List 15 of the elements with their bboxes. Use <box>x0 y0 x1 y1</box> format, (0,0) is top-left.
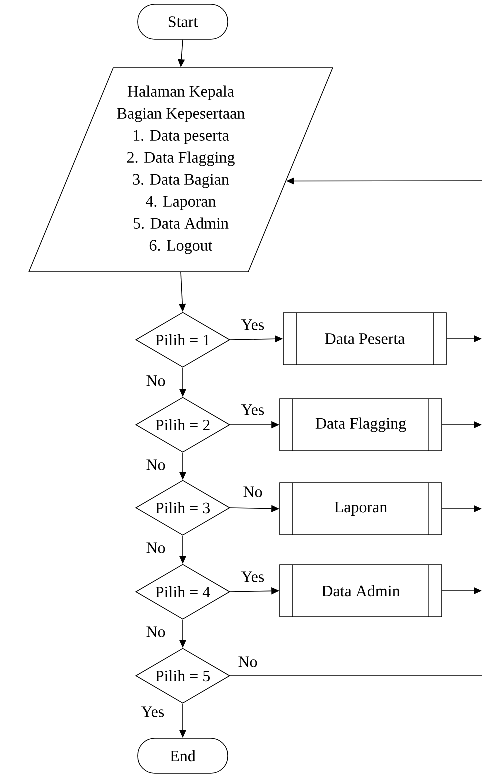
edge-label: No <box>145 458 167 472</box>
process-box: Data Admin <box>280 564 442 618</box>
edge-label: Yes <box>240 570 266 584</box>
edge-label: No <box>237 656 259 668</box>
edge-label: No <box>242 486 264 498</box>
process-box: Laporan <box>280 482 442 536</box>
edge-label: Yes <box>140 706 166 718</box>
process-box: Data Flagging <box>280 398 442 452</box>
edge-label: No <box>145 542 167 554</box>
input-parallelogram: Halaman Kepala Bagian Kepesertaan 1. Data peserta 2. Data Flagging 3. Data Bagian 4. Laporan 5. Data Admin 6. Logout <box>28 68 334 272</box>
edge-label: No <box>145 626 167 638</box>
edge-label: No <box>145 374 167 388</box>
process-box: Data Peserta <box>283 312 447 366</box>
edge-label: Yes <box>240 318 266 332</box>
edge-label: Yes <box>240 404 266 416</box>
